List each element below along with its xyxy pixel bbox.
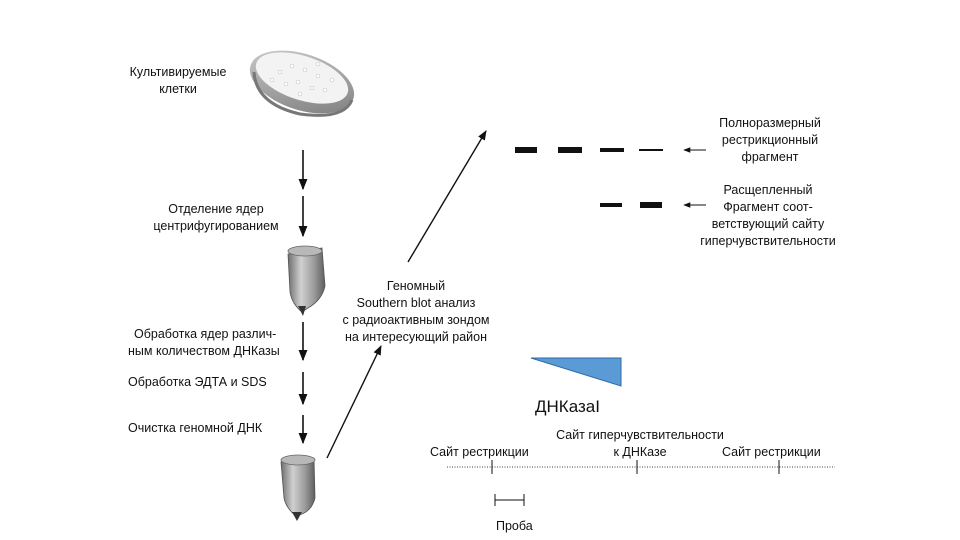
label-line: ветствующий сайту (711, 217, 825, 231)
label-line: на интересующий район (345, 330, 487, 344)
label-line: рестрикционный (721, 133, 819, 147)
band-cut-1 (600, 203, 622, 207)
label-line: центрифугированием (153, 219, 279, 233)
label-edta-sds: Обработка ЭДТА и SDS (128, 375, 267, 389)
label-line: гиперчувствительности (700, 234, 836, 248)
petri-dish-icon (249, 50, 355, 117)
label-line: Культивируемые (129, 65, 227, 79)
label-line: к ДНКазе (613, 445, 667, 459)
genomic-map (447, 460, 835, 506)
centrifuge-tube-icon (287, 245, 326, 316)
label-nuclei-separation: Отделение ядер центрифугированием (136, 201, 296, 235)
dnase-gradient-wedge (530, 357, 622, 387)
arrow-to-blot (407, 130, 487, 263)
band-full-4 (639, 149, 663, 151)
label-line: Обработка ядер различ- (134, 327, 277, 341)
label-line: Полноразмерный (719, 116, 821, 130)
label-line: Сайт гиперчувствительности (556, 428, 724, 442)
label-line: с радиоактивным зондом (342, 313, 490, 327)
label-line: Фрагмент соот- (723, 200, 813, 214)
band-full-3 (600, 148, 624, 152)
label-line: ным количеством ДНКазы (128, 344, 280, 358)
label-restriction-right: Сайт рестрикции (722, 445, 821, 459)
band-full-2 (558, 147, 582, 153)
label-line: Отделение ядер (168, 202, 264, 216)
label-cleaved-fragment: Расщепленный Фрагмент соот- ветствующий … (688, 182, 848, 250)
label-cultured-cells: Культивируемые клетки (118, 64, 238, 98)
label-dna-purification: Очистка геномной ДНК (128, 421, 263, 435)
probe-marker (494, 494, 525, 506)
label-line: Southern blot анализ (356, 296, 476, 310)
label-line: Расщепленный (723, 183, 813, 197)
label-southern-blot: Геномный Southern blot анализ с радиоакт… (326, 278, 506, 346)
label-line: клетки (159, 82, 197, 96)
arrow-to-southern (326, 345, 382, 459)
label-line: Геномный (386, 279, 446, 293)
centrifuge-tube-2-icon (280, 454, 316, 521)
band-cut-2 (640, 202, 662, 208)
label-probe: Проба (496, 519, 533, 533)
label-dnase-treatment: Обработка ядер различ- ным количеством Д… (128, 326, 280, 360)
band-full-1 (515, 147, 537, 153)
label-hs-site: Сайт гиперчувствительности к ДНКазе (545, 427, 735, 461)
label-dnase-title: ДНКазаI (535, 397, 600, 416)
label-line: фрагмент (741, 150, 799, 164)
blot-bands (515, 147, 663, 208)
label-restriction-left: Сайт рестрикции (430, 445, 529, 459)
label-full-fragment: Полноразмерный рестрикционный фрагмент (700, 115, 840, 166)
